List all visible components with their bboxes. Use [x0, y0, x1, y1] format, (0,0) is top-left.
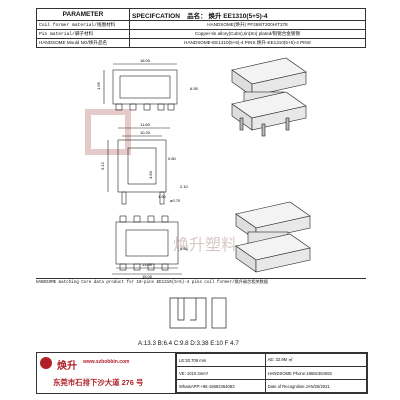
- footer-brand-block: 焕升 www.szbobbin.com 东莞市石排下沙大道 276 号: [37, 353, 176, 393]
- le-value: LE:30.709 mm: [176, 353, 266, 367]
- isometric-view-bottom: [235, 201, 311, 273]
- core-side-view: [211, 297, 227, 329]
- dim-6-55: 6.55: [190, 86, 199, 91]
- core-data-caption: HANDSOME matching Core data product for …: [36, 278, 366, 288]
- dim-0-80: 0.80: [168, 156, 177, 161]
- mould-no-value: HANDSOME-EE1310(5+5)-4 PINS 焕升-EE1310(5+…: [129, 38, 366, 48]
- footer-data-table: LE:30.709 mm AE: 32.9M ㎡ VE: 1010.3mm³ H…: [176, 353, 368, 393]
- dim-1-95: 1.95: [96, 81, 101, 90]
- footer: 焕升 www.szbobbin.com 东莞市石排下沙大道 276 号 LE:3…: [36, 352, 368, 394]
- recognition-date: Date of Recognition:JAN/26/2021: [264, 379, 368, 393]
- dim-0-65: 0.65: [180, 246, 189, 251]
- specification-label: SPECIFCATION: [132, 12, 180, 20]
- website-link[interactable]: www.szbobbin.com: [83, 359, 130, 365]
- core-top-view: [169, 297, 207, 329]
- core-dimensions: A:13.3 B:6.4 C:9.8 D:3.38 E:10 F 4.7: [138, 340, 239, 347]
- dim-3-60: 3.60: [148, 170, 153, 179]
- company-logo-icon: [40, 357, 52, 369]
- bottom-view: [112, 215, 182, 275]
- brand-name: 焕升: [57, 361, 77, 372]
- header-table: PARAMETER SPECIFCATION 品名： 焕升 EE1310(5+5…: [36, 8, 366, 48]
- phone-value: HANDSOME Phone:18682364083: [264, 366, 368, 380]
- ve-value: VE: 1010.3mm³: [176, 366, 266, 380]
- dim-11-60: 11.60: [140, 122, 150, 127]
- dim-2-10: 2.10: [180, 184, 189, 189]
- top-view: [103, 63, 178, 111]
- whatsapp-value: WhatsAPP:+86-18682364083: [176, 379, 266, 393]
- dim-pin-diameter: ø0.70: [170, 198, 181, 203]
- watermark-text: 焕升塑料: [173, 236, 237, 254]
- company-address: 东莞市石排下沙大道 276 号: [53, 378, 144, 387]
- dim-16-00: 16.00: [140, 58, 151, 63]
- dim-10-20: 10.20: [140, 130, 151, 135]
- side-view: [107, 127, 170, 205]
- product-name-label: 品名：: [187, 12, 207, 20]
- ae-value: AE: 32.9M ㎡: [264, 353, 368, 367]
- dim-13-00: 13.00: [142, 262, 153, 267]
- isometric-view-top: [231, 57, 307, 137]
- dim-9-12: 9.12: [100, 161, 105, 170]
- dim-15-00: 15.00: [142, 274, 153, 279]
- product-name-value: 焕升 EE1310(5+5)-4: [208, 12, 268, 20]
- dim-1-50: 1.50: [158, 194, 167, 199]
